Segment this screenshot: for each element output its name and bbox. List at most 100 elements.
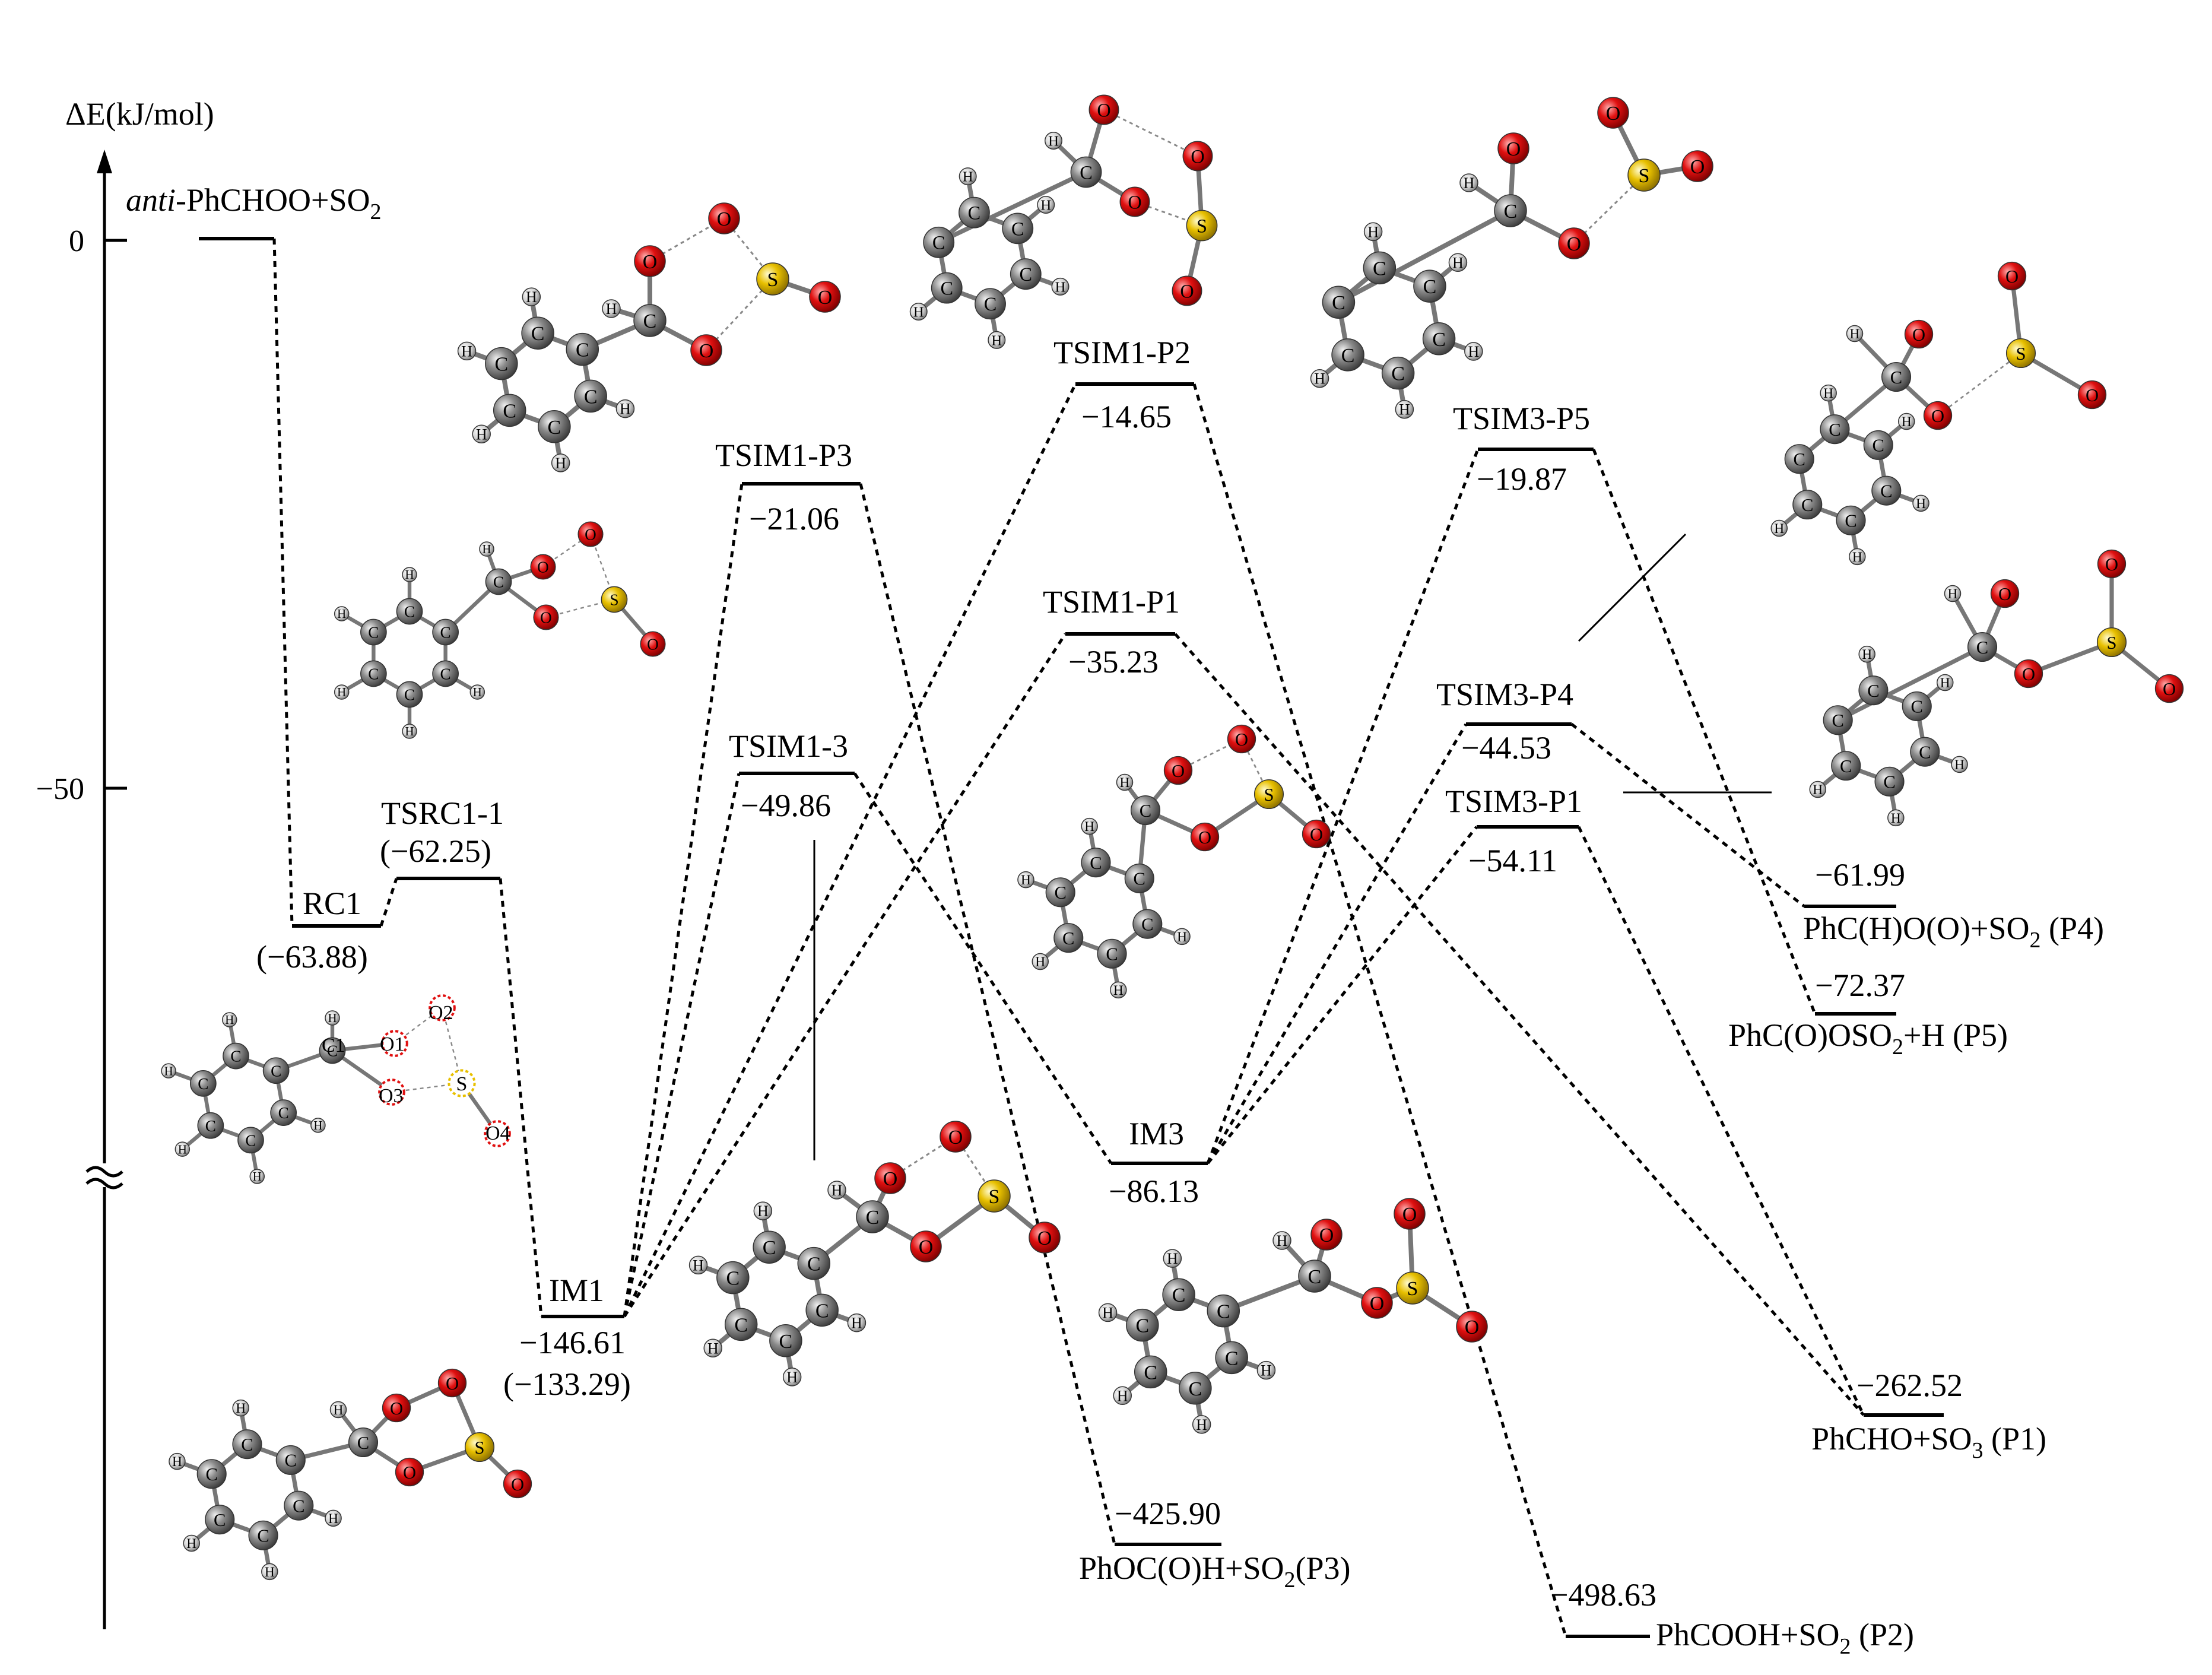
carbon-symbol: C	[1308, 1266, 1322, 1288]
sulfur-atom: S	[1253, 779, 1284, 810]
hydrogen-atom: H	[325, 1010, 340, 1026]
carbon-symbol: C	[1976, 637, 1988, 658]
hydrogen-atom: H	[1081, 817, 1098, 835]
hydrogen-symbol: H	[337, 686, 346, 699]
p2-name-tail: (P2)	[1851, 1617, 1915, 1652]
hydrogen-atom: H	[457, 341, 477, 361]
sulfur-symbol: S	[767, 269, 779, 291]
hydrogen-symbol: H	[832, 1182, 843, 1199]
oxygen-symbol: O	[1235, 729, 1248, 750]
hydrogen-atom: H	[1770, 519, 1788, 537]
hydrogen-symbol: H	[178, 1143, 187, 1156]
carbon-atom: C	[432, 660, 459, 687]
oxygen-symbol: O	[1998, 584, 2011, 604]
carbon-atom: C	[1967, 632, 1998, 662]
hydrogen-atom: H	[1912, 494, 1929, 512]
oxygen-atom	[381, 1030, 408, 1057]
oxygen-symbol: O	[1198, 827, 1211, 848]
p3-name-sub: 2	[1284, 1568, 1296, 1592]
carbon-atom: C	[753, 1230, 786, 1264]
hydrogen-symbol: H	[1902, 414, 1912, 430]
sulfur-symbol: S	[1407, 1278, 1418, 1300]
bond	[1797, 375, 1899, 461]
carbon-symbol: C	[494, 354, 508, 376]
carbon-atom: C	[319, 1037, 346, 1064]
hydrogen-symbol: H	[1055, 279, 1066, 295]
axis-break-symbol	[85, 1166, 123, 1189]
hydrogen-atom: H	[1272, 1231, 1291, 1250]
hydrogen-symbol: H	[172, 1454, 182, 1470]
carbon-symbol: C	[940, 278, 953, 299]
hydrogen-atom: H	[847, 1313, 867, 1333]
bond	[936, 170, 1088, 245]
hydrogen-symbol: H	[328, 1511, 338, 1527]
svg-text:S: S	[456, 1073, 468, 1095]
oxygen-symbol: O	[1506, 138, 1521, 160]
hydrogen-atom: H	[334, 684, 350, 700]
carbon-atom: C	[1207, 1294, 1240, 1328]
carbon-atom: C	[716, 1261, 750, 1295]
hydrogen-atom: H	[1887, 809, 1905, 827]
oxygen-symbol: O	[1097, 99, 1110, 120]
hydrogen-atom: H	[169, 1452, 186, 1470]
oxygen-atom: O	[2097, 549, 2127, 579]
carbon-symbol: C	[1840, 756, 1852, 776]
tsim3-p1-name: TSIM3-P1	[1445, 783, 1582, 819]
oxygen-atom: O	[1597, 97, 1629, 129]
carbon-atom: C	[923, 226, 955, 258]
carbon-atom: C	[275, 1445, 306, 1475]
hydrogen-atom: H	[232, 1399, 249, 1417]
hydrogen-symbol: H	[963, 169, 973, 185]
hydrogen-symbol: H	[851, 1315, 862, 1332]
oxygen-atom: O	[1302, 819, 1331, 849]
carbon-atom: C	[805, 1293, 839, 1327]
energy-axis: ΔE(kJ/mol) 0 −50	[36, 96, 214, 1629]
oxygen-atom: O	[708, 202, 740, 234]
hydrogen-symbol: H	[1196, 1416, 1207, 1433]
carbon-atom: C	[232, 1429, 262, 1460]
carbon-atom: C	[538, 410, 571, 443]
hydrogen-symbol: H	[555, 455, 566, 472]
carbon-symbol: C	[548, 417, 561, 439]
carbon-symbol: C	[1080, 161, 1093, 183]
connector-tsim1-3-im3	[853, 772, 1113, 1165]
carbon-atom: C	[1413, 269, 1446, 303]
carbon-symbol: C	[1801, 495, 1813, 515]
hydrogen-symbol: H	[786, 1369, 798, 1386]
hydrogen-symbol: H	[1277, 1232, 1288, 1249]
hydrogen-atom: H	[1464, 342, 1483, 361]
sulfur-atom: S	[464, 1432, 495, 1463]
tsim1-p2-energy: −14.65	[1081, 399, 1172, 434]
carbon-atom: C	[1820, 414, 1850, 445]
carbon-atom: C	[1363, 251, 1397, 285]
oxygen-symbol: O	[2022, 664, 2035, 684]
carbon-symbol: C	[726, 1268, 740, 1290]
tsim1-3-name: TSIM1-3	[729, 728, 848, 764]
carbon-atom: C	[360, 618, 387, 646]
hydrogen-atom: H	[988, 331, 1006, 349]
hydrogen-symbol: H	[1464, 175, 1475, 192]
oxygen-atom: O	[1182, 141, 1213, 172]
p4-name-main: PhC(H)O(O)+SO	[1803, 911, 2029, 946]
carbon-atom: C	[270, 1099, 297, 1126]
hydrogen-symbol: H	[1940, 675, 1950, 691]
hydrogen-atom: H	[1846, 325, 1864, 342]
carbon-atom: C	[1010, 258, 1042, 290]
carbon-symbol: C	[357, 1433, 369, 1453]
hydrogen-atom: H	[615, 399, 635, 418]
hydrogen-atom: H	[782, 1368, 802, 1387]
oxygen-atom: O	[1497, 132, 1529, 164]
oxygen-atom: O	[1997, 261, 2027, 291]
carbon-atom: C	[1823, 705, 1853, 735]
oxygen-atom: O	[1163, 756, 1193, 785]
hydrogen-symbol: H	[313, 1119, 322, 1132]
oxygen-atom: O	[1923, 401, 1953, 430]
oxygen-symbol: O	[2163, 679, 2176, 699]
carbon-symbol: C	[271, 1062, 281, 1080]
carbon-symbol: C	[404, 686, 415, 704]
carbon-atom: C	[1081, 848, 1111, 878]
connector-tsim3-p4-p4	[1570, 723, 1805, 908]
